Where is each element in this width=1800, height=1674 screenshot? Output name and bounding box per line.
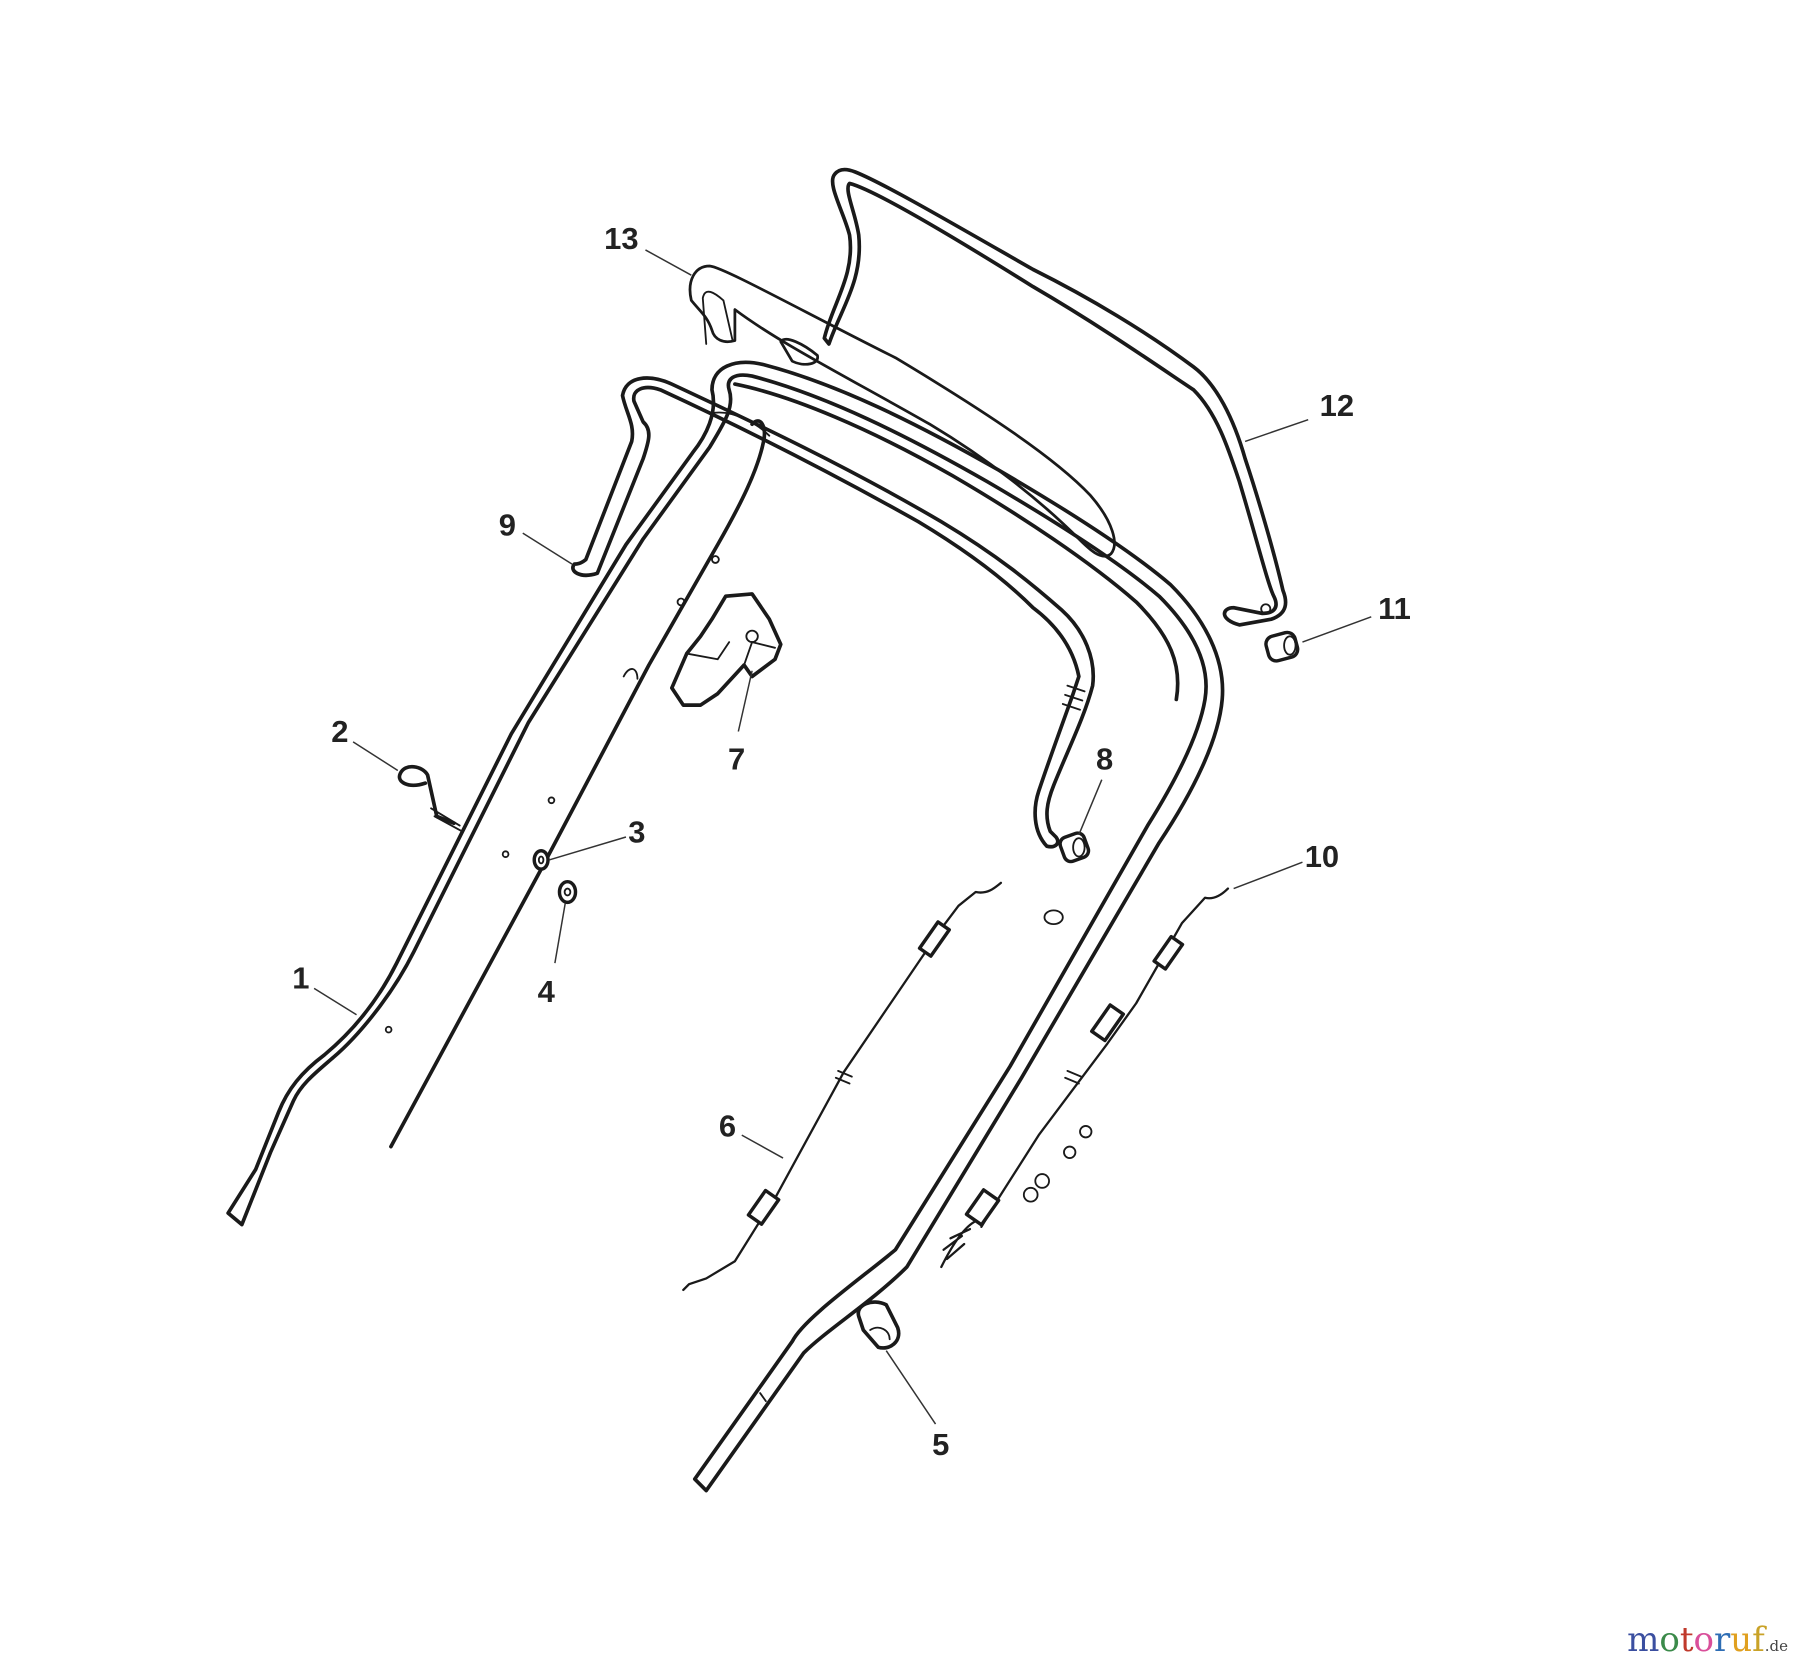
watermark-letter: t <box>1679 1620 1694 1660</box>
part-5-clip <box>856 1300 901 1350</box>
watermark-letter: f <box>1752 1620 1765 1660</box>
callout-9: 9 <box>499 507 516 542</box>
watermark-suffix: .de <box>1764 1637 1788 1655</box>
callout-10: 10 <box>1305 839 1339 874</box>
part-8-cap <box>1058 831 1091 864</box>
part-3-washer <box>532 849 550 871</box>
watermark-letter: m <box>1627 1620 1660 1660</box>
callout-13: 13 <box>604 221 638 256</box>
callout-7: 7 <box>728 741 745 776</box>
callout-12: 12 <box>1320 388 1354 423</box>
part-1-handle-frame <box>226 360 1225 1493</box>
callout-5: 5 <box>932 1427 949 1462</box>
part-10-cable <box>940 887 1230 1269</box>
watermark-letter: o <box>1659 1620 1680 1660</box>
part-12-bail-bar <box>822 167 1288 627</box>
callout-2: 2 <box>331 714 348 749</box>
watermark-logo: motoruf.de <box>1627 1620 1788 1660</box>
watermark-letter: o <box>1693 1620 1714 1660</box>
callout-3: 3 <box>628 815 645 850</box>
part-4-nut <box>557 879 578 905</box>
part-2-eye-bolt <box>397 764 463 833</box>
part-6-cable <box>682 881 1003 1292</box>
part-11-cap <box>1264 630 1300 663</box>
leader-lines <box>313 249 1372 1425</box>
callout-8: 8 <box>1096 741 1113 776</box>
watermark-letter: u <box>1730 1620 1753 1660</box>
callout-11: 11 <box>1378 591 1411 626</box>
part-13-handle-cover <box>688 264 1116 558</box>
callout-1: 1 <box>292 960 309 995</box>
callout-4: 4 <box>538 974 556 1009</box>
callout-6: 6 <box>719 1108 736 1143</box>
callouts: 1 2 3 4 5 6 7 8 9 10 11 12 13 <box>292 221 1411 1462</box>
part-7-cable-guide <box>669 592 783 707</box>
part-9-bail-bar <box>571 376 1096 849</box>
watermark-letter: r <box>1713 1620 1731 1660</box>
